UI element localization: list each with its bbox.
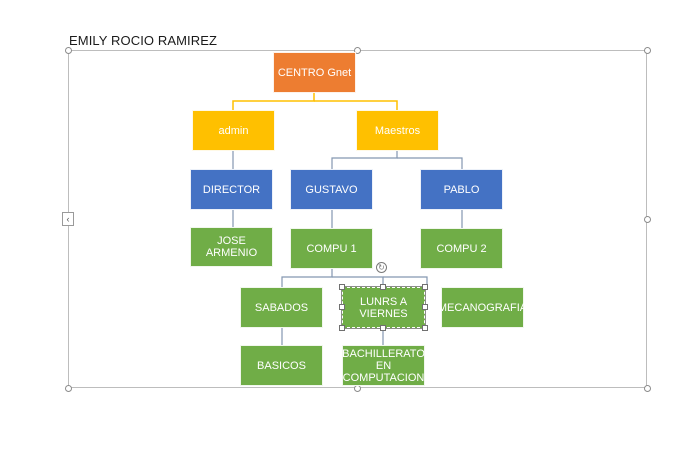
- frame-handle-bottom-left[interactable]: [65, 385, 72, 392]
- frame-handle-top-center[interactable]: [354, 47, 361, 54]
- node-gustavo[interactable]: GUSTAVO: [290, 169, 373, 210]
- frame-handle-top-right[interactable]: [644, 47, 651, 54]
- node-jose-armenio[interactable]: JOSE ARMENIO: [190, 227, 273, 267]
- node-centro-gnet[interactable]: CENTRO Gnet: [273, 52, 356, 93]
- node-compu-2[interactable]: COMPU 2: [420, 228, 503, 269]
- node-lunrs-a-viernes[interactable]: LUNRS A VIERNES: [341, 286, 426, 329]
- frame-handle-top-left[interactable]: [65, 47, 72, 54]
- node-compu-1[interactable]: COMPU 1: [290, 228, 373, 269]
- node-maestros[interactable]: Maestros: [356, 110, 439, 151]
- frame-handle-middle-right[interactable]: [644, 216, 651, 223]
- selection-handle-top-center[interactable]: [380, 284, 386, 290]
- connector-maestros-pablo: [397, 157, 463, 170]
- selection-handle-top-right[interactable]: [422, 284, 428, 290]
- node-sabados[interactable]: SABADOS: [240, 287, 323, 328]
- rotate-handle-icon[interactable]: ↻: [376, 262, 387, 273]
- connector-root-admin: [232, 92, 315, 110]
- selection-handle-middle-left[interactable]: [339, 304, 345, 310]
- selection-handle-middle-right[interactable]: [422, 304, 428, 310]
- connector-maestros-gustavo: [331, 150, 398, 170]
- selection-handle-bottom-center[interactable]: [380, 325, 386, 331]
- connector-compu1-meca: [383, 276, 428, 287]
- frame-handle-bottom-right[interactable]: [644, 385, 651, 392]
- node-director[interactable]: DIRECTOR: [190, 169, 273, 210]
- text-pane-toggle-icon[interactable]: ‹: [62, 212, 74, 226]
- selection-handle-top-left[interactable]: [339, 284, 345, 290]
- node-pablo[interactable]: PABLO: [420, 169, 503, 210]
- document-title: EMILY ROCIO RAMIREZ: [69, 33, 218, 48]
- selection-handle-bottom-right[interactable]: [422, 325, 428, 331]
- node-bachillerato-en-computacion[interactable]: BACHILLERATO EN COMPUTACION: [342, 345, 425, 386]
- selection-handle-bottom-left[interactable]: [339, 325, 345, 331]
- node-mecanografia[interactable]: MECANOGRAFIA: [438, 287, 527, 328]
- node-basicos[interactable]: BASICOS: [240, 345, 323, 386]
- connector-root-maestros: [314, 100, 398, 110]
- node-admin[interactable]: admin: [192, 110, 275, 151]
- connector-compu1-sabados: [281, 268, 333, 287]
